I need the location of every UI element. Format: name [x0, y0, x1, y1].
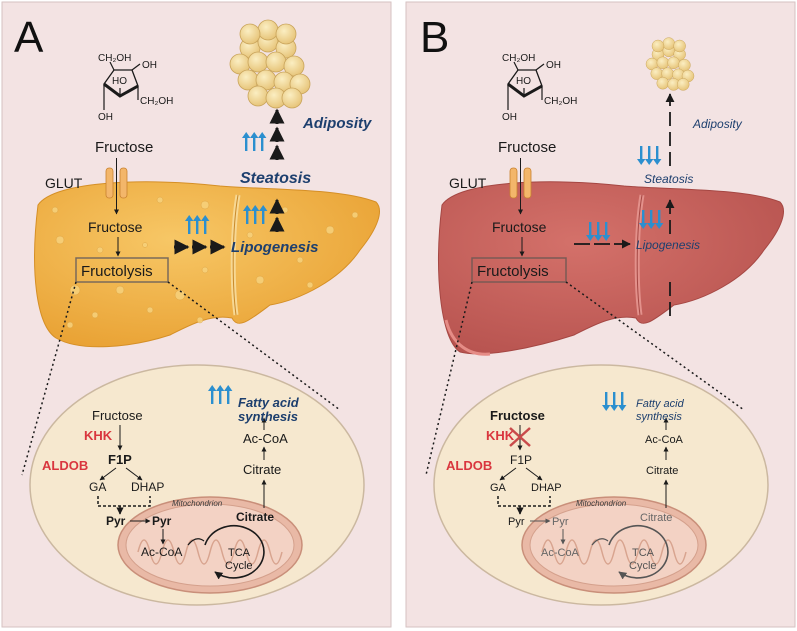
adiposity-label: Adiposity: [692, 117, 743, 131]
liver-fructose-label: Fructose: [492, 219, 547, 235]
svg-text:HO: HO: [112, 76, 127, 87]
f1p-label: F1P: [510, 453, 532, 467]
svg-text:CH₂OH: CH₂OH: [140, 96, 173, 107]
f1p-label: F1P: [108, 452, 132, 467]
aldob-enzyme-label: ALDOB: [446, 458, 492, 473]
mito-pyruvate-label: Pyr: [552, 516, 569, 528]
svg-text:CH₂OH: CH₂OH: [544, 96, 577, 107]
increase-arrows-icon: [208, 385, 233, 404]
svg-text:CH₂OH: CH₂OH: [98, 53, 131, 64]
lipogenesis-label: Lipogenesis: [636, 238, 700, 252]
liver-fructose-label: Fructose: [88, 219, 143, 235]
svg-text:OH: OH: [142, 60, 157, 71]
pyruvate-label: Pyr: [508, 516, 525, 528]
fructolysis-label: Fructolysis: [81, 263, 153, 280]
tca-label: TCA: [632, 547, 655, 559]
tca-cycle-icon: [187, 525, 265, 580]
mito-pyruvate-label: Pyr: [152, 514, 172, 528]
panel-letter: B: [420, 13, 449, 62]
mitochondrion-icon: [521, 496, 707, 594]
khk-enzyme-label: KHK: [486, 428, 515, 443]
mito-acetyl-coa-label: Ac-CoA: [141, 545, 182, 559]
svg-text:OH: OH: [546, 60, 561, 71]
fructose-structure-icon: CH₂OH OH HO CH₂OH OH: [502, 53, 577, 123]
steatosis-label: Steatosis: [240, 170, 311, 187]
acetyl-coa-label: Ac-CoA: [243, 431, 288, 446]
cell-fructose-label: Fructose: [92, 408, 143, 423]
fatty-acid-label: Fatty acid: [636, 398, 685, 410]
mito-acetyl-coa-label: Ac-CoA: [541, 547, 580, 559]
cycle-label: Cycle: [629, 560, 657, 572]
dhap-label: DHAP: [131, 480, 164, 494]
fructolysis-box: [471, 257, 567, 283]
aldob-enzyme-label: ALDOB: [42, 458, 88, 473]
synthesis-label: synthesis: [636, 411, 682, 423]
increase-arrows-icon: [185, 215, 210, 234]
panel-letter: A: [14, 13, 44, 62]
fructose-structure-icon: CH₂OH OH HO CH₂OH OH: [98, 53, 173, 123]
panel-a: A CH₂OH OH HO CH₂OH OH Fructose: [1, 1, 392, 628]
fatty-acid-label: Fatty acid: [238, 395, 300, 410]
glut-transporter-icon: [105, 158, 128, 215]
lipogenesis-label: Lipogenesis: [231, 239, 319, 256]
increase-arrows-icon: [242, 132, 267, 151]
mito-citrate-label: Citrate: [640, 512, 672, 524]
svg-text:OH: OH: [502, 112, 517, 123]
synthesis-label: synthesis: [238, 409, 298, 424]
tca-label: TCA: [228, 547, 251, 559]
glut-transporter-icon: [509, 158, 532, 215]
fructolysis-label: Fructolysis: [477, 263, 549, 280]
liver-healthy: [438, 181, 784, 356]
decrease-arrows-icon: [586, 222, 611, 241]
panel-b: B CH₂OH OH HO CH₂OH OH Fructose GLUT Fru…: [405, 1, 796, 628]
adiposity-label: Adiposity: [302, 115, 372, 132]
mitochondrion-label: Mitochondrion: [172, 499, 223, 508]
ga-label: GA: [490, 482, 507, 494]
liver-fatty: [34, 181, 380, 348]
decrease-arrows-icon: [602, 392, 627, 411]
svg-text:HO: HO: [516, 76, 531, 87]
svg-text:CH₂OH: CH₂OH: [502, 53, 535, 64]
cell-fructose-label: Fructose: [490, 408, 545, 423]
increase-arrows-icon: [243, 205, 268, 224]
steatosis-label: Steatosis: [644, 172, 693, 186]
acetyl-coa-label: Ac-CoA: [645, 434, 684, 446]
fructolysis-box: [75, 257, 169, 283]
ga-label: GA: [89, 480, 106, 494]
dhap-label: DHAP: [531, 482, 562, 494]
fructose-label: Fructose: [95, 139, 153, 156]
glut-label: GLUT: [449, 175, 487, 191]
pyruvate-label: Pyr: [106, 514, 126, 528]
mitochondrion-label: Mitochondrion: [576, 499, 627, 508]
mito-citrate-label: Citrate: [236, 510, 274, 524]
tca-cycle-icon: [591, 525, 669, 580]
citrate-label: Citrate: [243, 462, 281, 477]
decrease-arrows-icon: [639, 210, 664, 229]
khk-enzyme-label: KHK: [84, 428, 113, 443]
svg-text:OH: OH: [98, 112, 113, 123]
fructose-label: Fructose: [498, 139, 556, 156]
decrease-arrows-icon: [637, 146, 662, 165]
citrate-label: Citrate: [646, 465, 678, 477]
cycle-label: Cycle: [225, 560, 253, 572]
inhibition-x-icon: [509, 427, 531, 447]
glut-label: GLUT: [45, 175, 83, 191]
